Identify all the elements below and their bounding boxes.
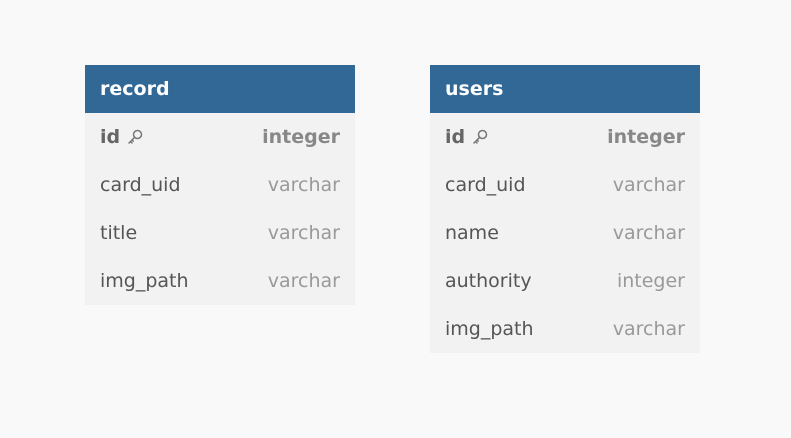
table-record[interactable]: record id integer card_uid varchar title… — [85, 65, 355, 305]
key-icon — [471, 128, 489, 146]
column-name: id — [100, 126, 144, 148]
column-name: name — [445, 222, 499, 244]
column-name: img_path — [445, 318, 534, 340]
column-type: varchar — [612, 318, 685, 340]
column-type: integer — [262, 126, 340, 148]
table-row[interactable]: card_uid varchar — [85, 161, 355, 209]
column-name-text: id — [100, 126, 121, 148]
column-name: id — [445, 126, 489, 148]
table-users[interactable]: users id integer card_uid varchar name v… — [430, 65, 700, 353]
column-name: authority — [445, 270, 532, 292]
column-type: varchar — [612, 222, 685, 244]
column-type: varchar — [267, 222, 340, 244]
key-icon — [126, 128, 144, 146]
table-title[interactable]: record — [85, 65, 355, 113]
table-row[interactable]: id integer — [430, 113, 700, 161]
table-row[interactable]: authority integer — [430, 257, 700, 305]
table-row[interactable]: name varchar — [430, 209, 700, 257]
column-type: integer — [607, 126, 685, 148]
table-title[interactable]: users — [430, 65, 700, 113]
column-type: varchar — [267, 270, 340, 292]
table-row[interactable]: title varchar — [85, 209, 355, 257]
column-type: varchar — [267, 174, 340, 196]
column-name: card_uid — [445, 174, 526, 196]
column-type: integer — [616, 270, 685, 292]
column-type: varchar — [612, 174, 685, 196]
table-row[interactable]: img_path varchar — [430, 305, 700, 353]
column-name: card_uid — [100, 174, 181, 196]
column-name: img_path — [100, 270, 189, 292]
table-row[interactable]: img_path varchar — [85, 257, 355, 305]
column-name: title — [100, 222, 138, 244]
column-name-text: id — [445, 126, 466, 148]
table-row[interactable]: id integer — [85, 113, 355, 161]
table-row[interactable]: card_uid varchar — [430, 161, 700, 209]
